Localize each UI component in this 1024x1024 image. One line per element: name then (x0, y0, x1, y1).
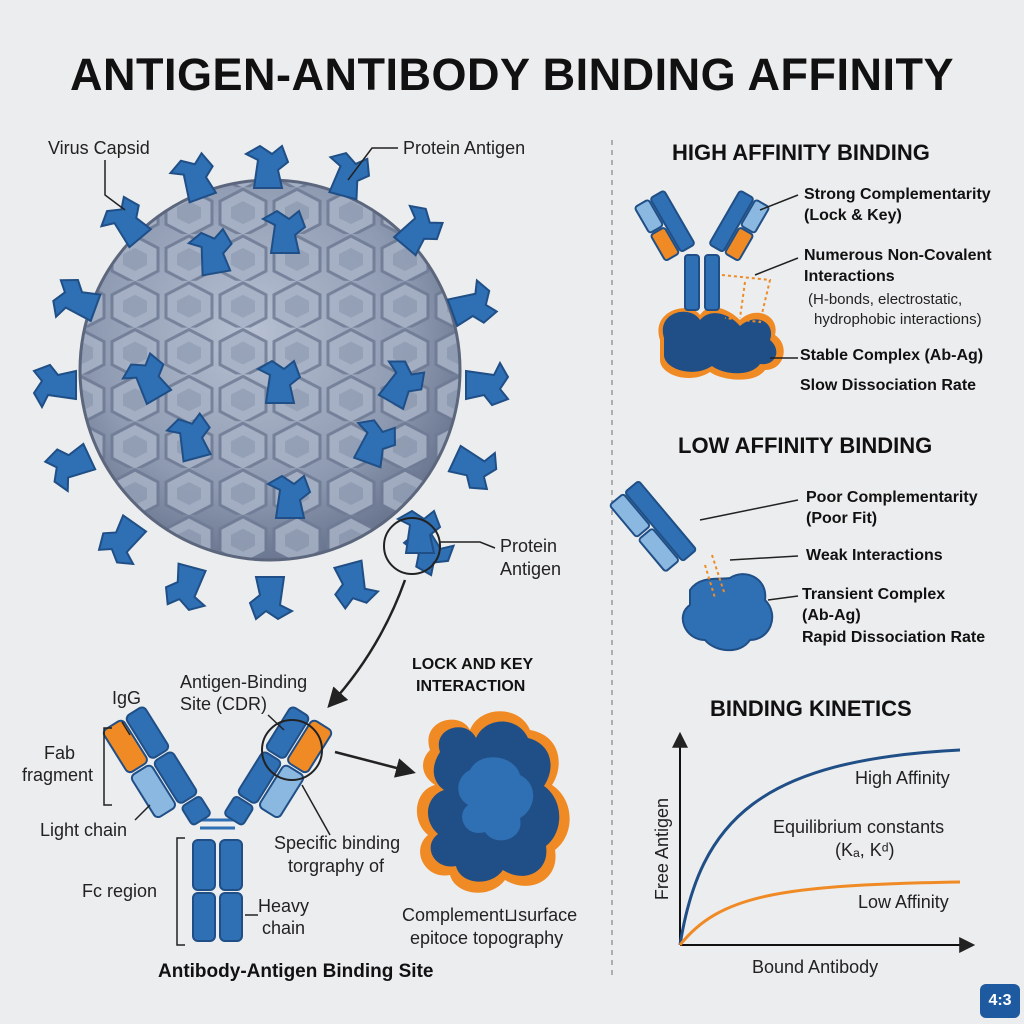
specific-binding-label-2: torgraphy of (288, 856, 385, 876)
low-l4: Rapid Dissociation Rate (802, 629, 986, 646)
high-l1b: (Lock & Key) (804, 207, 902, 224)
y-axis-label: Free Antigen (651, 798, 672, 901)
low-l1b: (Poor Fit) (806, 510, 878, 527)
x-axis-label: Bound Antibody (752, 957, 879, 977)
fab-bracket (103, 727, 112, 806)
high-affinity-curve (678, 748, 961, 946)
kinetics-heading: BINDING KINETICS (710, 696, 912, 721)
low-affinity-curve (678, 880, 961, 946)
capsid-callout (104, 160, 126, 211)
antigen-label-side-1: Protein (500, 536, 558, 556)
lock-key-complex (416, 711, 570, 893)
page-title: ANTIGEN-ANTIBODY BINDING AFFINITY (70, 49, 954, 100)
light-chain-label: Light chain (40, 820, 128, 840)
light-chain-callout (134, 804, 151, 821)
cdr-callout (267, 714, 285, 731)
capsid-label: Virus Capsid (48, 138, 150, 158)
low-affinity-curve-label: Low Affinity (858, 892, 949, 912)
low-l2: Weak Interactions (806, 547, 943, 564)
protein-antigens (32, 144, 510, 621)
low-l3b: (Ab-Ag) (802, 607, 861, 624)
low-l3a: Transient Complex (802, 586, 946, 603)
zoom-arrow (327, 579, 407, 708)
antigen-callout-top (347, 147, 398, 181)
specific-binding-label-1: Specific binding (274, 833, 401, 853)
high-l3a: (H-bonds, electrostatic, (808, 291, 963, 308)
equilibrium-label-2: (Kₐ, Kᵈ) (835, 840, 895, 860)
low-affinity-heading: LOW AFFINITY BINDING (678, 433, 933, 458)
high-affinity-heading: HIGH AFFINITY BINDING (672, 140, 930, 165)
specific-callout (301, 784, 331, 836)
igg-callout (121, 721, 131, 736)
heavy-chain-label-1: Heavy (258, 896, 310, 916)
low-affinity-illustration (609, 481, 799, 652)
high-affinity-illustration (634, 190, 799, 380)
antigen-zoom-circle (383, 517, 441, 575)
high-l4: Stable Complex (Ab-Ag) (800, 347, 984, 364)
high-l2b: Interactions (804, 268, 895, 285)
high-l5: Slow Dissociation Rate (800, 377, 977, 394)
antigen-label-top: Protein Antigen (403, 138, 526, 158)
igg-antibody (102, 706, 333, 942)
binding-site-label-1: Antigen-Binding (180, 672, 308, 692)
lock-key-title-1: LOCK AND KEY (412, 656, 534, 673)
antigen-label-side-2: Antigen (500, 559, 562, 579)
heavy-chain-label-2: chain (262, 918, 306, 938)
binding-site-label-2: Site (CDR) (180, 694, 268, 714)
fc-region-label: Fc region (82, 881, 158, 901)
antibody-caption: Antibody-Antigen Binding Site (158, 961, 434, 982)
equilibrium-label-1: Equilibrium constants (773, 817, 945, 837)
aspect-ratio-badge[interactable]: 4:3 (980, 984, 1020, 1018)
lock-key-caption-2: epitoce topography (410, 928, 564, 948)
high-l3b: hydrophobic interactions) (814, 311, 982, 328)
high-affinity-curve-label: High Affinity (855, 768, 950, 788)
fab-label-2: fragment (22, 765, 94, 785)
lock-arrow (334, 750, 416, 778)
high-l2a: Numerous Non-Covalent (804, 247, 992, 264)
igg-label: IgG (112, 688, 142, 708)
cdr-circle (261, 719, 323, 781)
lock-key-caption-1: Complement⊔surface (402, 905, 578, 925)
lock-key-title-2: INTERACTION (416, 678, 526, 695)
antigen-callout-side (440, 541, 496, 549)
fc-bracket (176, 837, 185, 946)
fab-label-1: Fab (44, 743, 76, 763)
high-l1a: Strong Complementarity (804, 186, 991, 203)
low-l1a: Poor Complementarity (806, 489, 978, 506)
kinetics-plot (672, 731, 976, 953)
